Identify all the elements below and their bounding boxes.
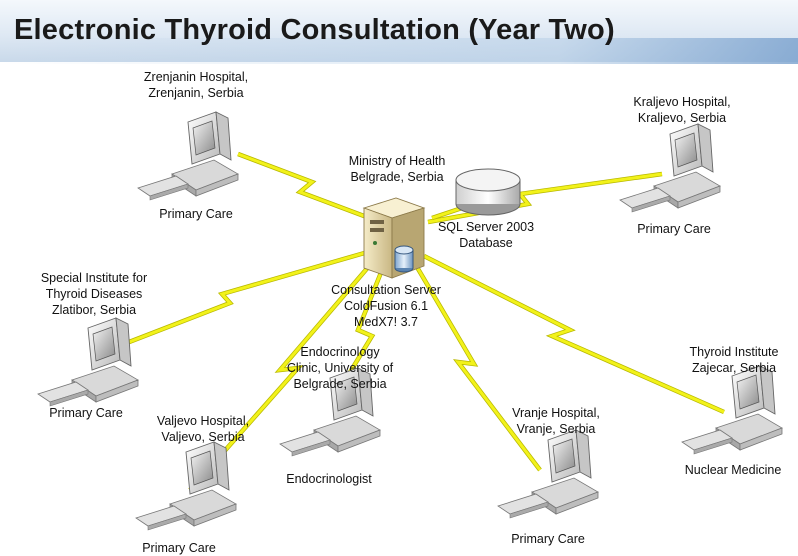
node-location: Zajecar, Serbia [691, 361, 777, 375]
label-consult-server: Consultation Server ColdFusion 6.1 MedX7… [331, 282, 441, 330]
node-location: Zrenjanin, Serbia [148, 86, 244, 100]
label-vranje: Vranje Hospital, Vranje, Serbia [512, 405, 600, 437]
node-name-cont: Clinic, University of [286, 361, 394, 375]
label-database: SQL Server 2003 Database [438, 219, 534, 251]
node-name: Vranje Hospital, [512, 406, 600, 420]
role-vranje: Primary Care [511, 532, 585, 546]
server-name: Consultation Server [331, 283, 441, 297]
workstation-icon [619, 123, 721, 213]
role-valjevo: Primary Care [142, 541, 216, 555]
workstation-icon [135, 441, 237, 531]
node-location: Belgrade, Serbia [293, 377, 387, 391]
node-location: Kraljevo, Serbia [637, 111, 727, 125]
label-zrenjanin: Zrenjanin Hospital, Zrenjanin, Serbia [144, 69, 248, 101]
workstation-icon [681, 365, 783, 455]
node-name: Ministry of Health [348, 154, 446, 168]
role-endocrinology: Endocrinologist [286, 472, 372, 486]
node-name: Kraljevo Hospital, [633, 95, 731, 109]
label-valjevo: Valjevo Hospital, Valjevo, Serbia [157, 413, 249, 445]
label-zlatibor: Special Institute for Thyroid Diseases Z… [41, 270, 147, 318]
role-zlatibor: Primary Care [49, 406, 123, 420]
banner-swoosh [0, 38, 798, 64]
label-kraljevo: Kraljevo Hospital, Kraljevo, Serbia [633, 94, 730, 126]
role-zrenjanin: Primary Care [159, 207, 233, 221]
node-name: Zrenjanin Hospital, [143, 70, 249, 84]
label-ministry: Ministry of Health Belgrade, Serbia [349, 153, 446, 185]
server-software: MedX7! 3.7 [354, 315, 418, 329]
page-title: Electronic Thyroid Consultation (Year Tw… [14, 14, 615, 46]
workstation-icon [37, 317, 139, 407]
node-location: Zlatibor, Serbia [51, 303, 137, 317]
network-diagram [37, 111, 783, 531]
server-tower [362, 197, 426, 279]
node-location: Vranje, Serbia [516, 422, 596, 436]
node-name: Endocrinology [300, 345, 380, 359]
title-banner: Electronic Thyroid Consultation (Year Tw… [0, 0, 798, 64]
database-type: Database [459, 236, 513, 250]
database-name: SQL Server 2003 [437, 220, 535, 234]
workstation-icon [137, 111, 239, 201]
label-endocrinology: Endocrinology Clinic, University of Belg… [287, 344, 393, 392]
server-platform: ColdFusion 6.1 [343, 299, 429, 313]
node-name: Thyroid Institute [689, 345, 779, 359]
role-kraljevo: Primary Care [637, 222, 711, 236]
node-name: Special Institute for [40, 271, 148, 285]
node-name-cont: Thyroid Diseases [45, 287, 143, 301]
workstation-icon [497, 429, 599, 519]
database-cylinder [455, 168, 521, 216]
role-zajecar: Nuclear Medicine [684, 463, 782, 477]
node-name: Valjevo Hospital, [156, 414, 250, 428]
node-location: Valjevo, Serbia [161, 430, 245, 444]
label-zajecar: Thyroid Institute Zajecar, Serbia [690, 344, 779, 376]
node-location: Belgrade, Serbia [350, 170, 444, 184]
